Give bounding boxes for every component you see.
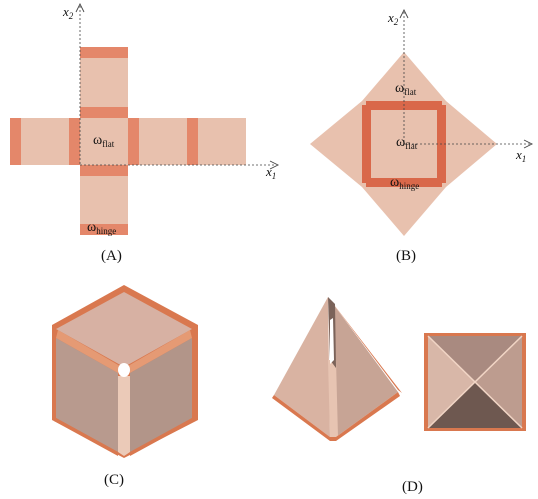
- pyramid-front-hinge: [328, 360, 338, 437]
- axis-a-x2-label: x2: [62, 4, 74, 21]
- pyramid-bottom-rim: [272, 392, 400, 441]
- omega-flat-b: ωflat: [396, 135, 418, 151]
- pyramid-apex-slit: [330, 318, 334, 364]
- panel-c: (C): [52, 285, 198, 488]
- cube-left-face: [56, 338, 118, 452]
- cube-right-face: [130, 338, 192, 452]
- net-b-hinge-bottom: [366, 178, 442, 187]
- net-a-hinge-left-center: [69, 118, 80, 165]
- axis-b-x2-arrow: [399, 8, 409, 19]
- panel-b: x2 x1 ωflat ωflat ωhinge (B): [310, 8, 534, 264]
- net-a-hinge-right-center: [128, 118, 139, 165]
- omega-hinge-b: ωhinge: [390, 175, 419, 191]
- panel-a: x2 x1 ωflat ωhinge (A): [10, 2, 280, 264]
- topview-diagonal-2: [427, 335, 523, 429]
- net-a-hinge-upper-center: [80, 107, 128, 118]
- pyramid-back-edge: [328, 297, 402, 393]
- axis-a-x2-arrow: [75, 2, 85, 13]
- net-b-triangle-left: [310, 101, 362, 187]
- net-a-hinge-top: [80, 47, 128, 58]
- net-b-triangle-bottom: [362, 187, 446, 236]
- axis-a-x1-arrow: [269, 160, 280, 170]
- axis-b-x1-label: x1: [515, 147, 526, 164]
- topview-triangle-bottom: [428, 382, 522, 428]
- omega-flat-b-top: ωflat: [395, 81, 417, 97]
- cube-top-face: [56, 292, 192, 367]
- cube-bottom-rim-right: [130, 418, 194, 456]
- axis-a-x1-label: x1: [265, 164, 276, 181]
- net-a-hinge-right: [187, 118, 198, 165]
- panel-d: (D): [272, 297, 526, 495]
- panel-label-a: (A): [101, 248, 122, 264]
- omega-flat-a: ωflat: [93, 133, 115, 149]
- omega-hinge-a: ωhinge: [87, 220, 116, 236]
- pyramid-right-face: [328, 297, 398, 437]
- panel-label-d: (D): [402, 479, 423, 495]
- pyramid-top-view: [424, 333, 526, 431]
- topview-triangle-right: [475, 336, 522, 428]
- cube-hinge-ridge-left: [56, 330, 120, 373]
- topview-triangle-top: [428, 336, 522, 382]
- cube-bottom-rim-left: [54, 418, 118, 456]
- axis-b-x2-label: x2: [387, 10, 399, 27]
- cube-front-hinge: [118, 376, 130, 456]
- cube-corner-hole: [118, 363, 130, 377]
- pyramid-side-view: [272, 297, 402, 441]
- panel-label-c: (C): [104, 472, 124, 488]
- net-b-triangle-right: [446, 101, 497, 187]
- net-b-hinge-left: [362, 105, 371, 183]
- pyramid-left-face: [274, 297, 330, 437]
- net-a-hinge-left: [10, 118, 21, 165]
- axis-b-x1-arrow: [523, 139, 534, 149]
- net-a-hinge-bottom: [80, 224, 128, 235]
- cube-hinge-ridge-right: [128, 330, 192, 373]
- net-a-vertical-arm: [80, 47, 128, 235]
- topview-triangle-left: [428, 336, 475, 428]
- panel-label-b: (B): [396, 248, 416, 264]
- net-a-hinge-lower-center: [80, 165, 128, 176]
